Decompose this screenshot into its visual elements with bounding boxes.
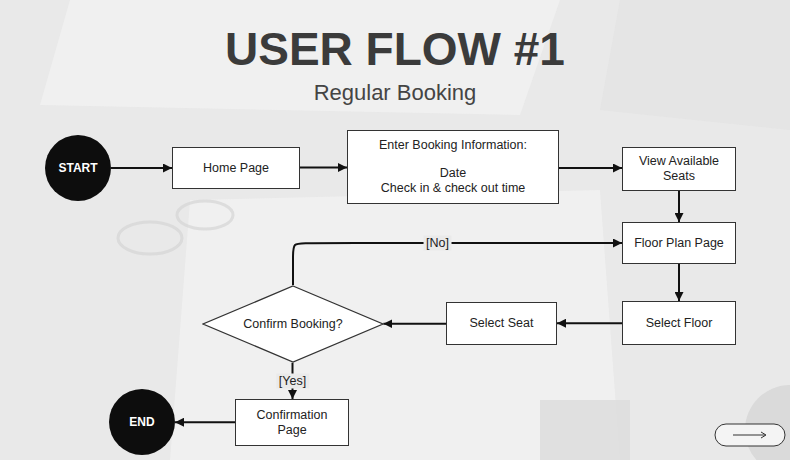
process-box: Home Page [172, 147, 300, 189]
process-box: Floor Plan Page [622, 222, 736, 264]
terminal-label: END [129, 415, 154, 429]
edge-label-patch: [Yes] [276, 373, 309, 388]
flow-arrow [557, 322, 622, 324]
node-detail: Date [440, 166, 466, 181]
glasses-shape [177, 201, 233, 229]
process-box: View Available Seats [622, 147, 736, 191]
title-wrap: USER FLOW #1 [0, 26, 790, 72]
node-label: Select Seat [470, 316, 534, 331]
node-label: Floor Plan Page [634, 236, 724, 251]
branch-label: [Yes] [279, 373, 306, 387]
node-label: Enter Booking Information: [379, 138, 527, 153]
node-label: Confirmation Page [244, 408, 340, 438]
process-box: Enter Booking Information: DateCheck in &… [347, 130, 559, 204]
decision-diamond: Confirm Booking? [202, 285, 384, 363]
next-arrow-head [761, 432, 766, 438]
title: USER FLOW #1 [225, 23, 565, 75]
laptop-shape [600, 0, 790, 130]
flow-arrow [559, 167, 622, 169]
node-label: View Available Seats [631, 154, 727, 184]
terminal-label: START [58, 161, 97, 175]
diamond-shape [203, 286, 383, 362]
end-terminal: END [109, 389, 175, 455]
phone-shape [540, 400, 630, 460]
flow-arrow [111, 167, 172, 169]
next-button [715, 424, 785, 446]
node-label: Home Page [203, 161, 269, 176]
branch-label: [No] [426, 236, 449, 250]
flow-arrow [175, 421, 235, 423]
flow-arrow [678, 191, 680, 222]
start-terminal: START [45, 135, 111, 201]
edge-label-patch: [No] [423, 236, 452, 251]
flow-arrow [678, 264, 680, 301]
process-box: Confirmation Page [235, 399, 349, 446]
flow-arrow [383, 323, 446, 325]
flow-arrow [293, 243, 622, 285]
node-detail: Check in & check out time [381, 181, 526, 196]
process-box: Select Floor [622, 301, 736, 345]
glasses-shape [118, 222, 182, 254]
process-box: Select Seat [446, 302, 557, 345]
node-label: Select Floor [646, 316, 713, 331]
subtitle: Regular Booking [314, 80, 477, 105]
label-wrap: Regular Booking [0, 80, 790, 106]
next-arrow [733, 435, 765, 436]
mouse-shape [745, 385, 790, 460]
node-label: Confirm Booking? [243, 317, 342, 332]
flow-arrow [300, 167, 347, 169]
